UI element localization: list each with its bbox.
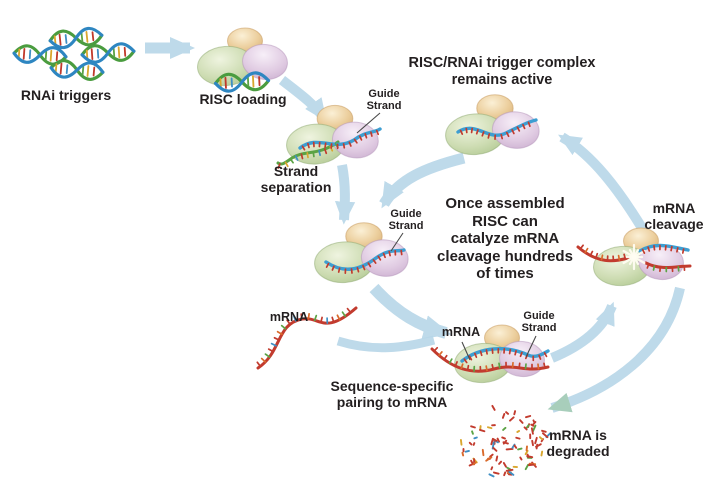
label-guide-strand-3-line2: Strand (521, 321, 557, 334)
mrna-exiting (644, 261, 692, 269)
guide-strand (324, 248, 406, 271)
active-trigger-complex (443, 94, 542, 158)
cleavage-burst (622, 243, 646, 271)
base-pair-ticks (433, 346, 546, 373)
label-active-complex-line1: RISC/RNAi trigger complex (408, 55, 596, 71)
label-active-complex: RISC/RNAi trigger complex remains active (409, 55, 596, 89)
label-strand-separation: Strand separation (260, 163, 332, 195)
strand-separation-complex (276, 104, 382, 169)
risc-guide-complex (312, 222, 411, 286)
dsrna-helix (79, 41, 137, 65)
label-degraded-line2: degraded (546, 442, 610, 459)
label-guide-strand-3-line1: Guide (523, 310, 555, 322)
arrow-cleavage-to-active (558, 132, 650, 236)
label-mrna-cleavage-line1: mRNA (652, 200, 696, 216)
label-pairing-line2: pairing to mRNA (336, 393, 448, 410)
label-guide-strand-2-line1: Guide (390, 208, 422, 220)
label-mrna-cleavage: mRNA cleavage (644, 200, 704, 232)
mrna-entering (576, 245, 630, 263)
arrow-cleavage-to-degraded (547, 286, 685, 413)
label-mrna-paired: mRNA (441, 325, 481, 339)
label-guide-strand-2: Guide Strand (388, 208, 424, 232)
label-degraded: mRNA is degraded (546, 427, 610, 459)
flow-arrows (145, 36, 685, 413)
label-center-note-line3: catalyze mRNA (450, 230, 560, 247)
base-pair-ticks (641, 244, 685, 254)
base-pair-ticks (256, 307, 352, 368)
label-strand-separation-line1: Strand (273, 163, 319, 179)
base-pair-ticks (325, 249, 403, 275)
label-center-note-line5: of times (476, 265, 534, 282)
mrna-pointer (461, 341, 471, 361)
risc-loading-complex (195, 27, 290, 94)
base-pair-ticks (646, 263, 686, 273)
label-pairing: Sequence-specific pairing to mRNA (330, 378, 454, 410)
label-rnai-triggers: RNAi triggers (20, 87, 112, 103)
pairing-complex (430, 324, 550, 385)
base-pair-ticks (579, 244, 627, 262)
arrow-risc-to-pairing (369, 283, 452, 339)
guide-strand-pointer (525, 335, 537, 358)
mrna-fragments (459, 404, 552, 478)
arrow-separation-to-risc (334, 164, 356, 225)
label-pairing-line1: Sequence-specific (330, 378, 454, 394)
label-center-note-line1: Once assembled (445, 195, 565, 212)
base-pair-ticks (301, 129, 380, 151)
label-guide-strand-2-line2: Strand (388, 219, 424, 232)
label-center-note-line4: cleavage hundreds (437, 247, 573, 265)
label-active-complex-line2: remains active (451, 72, 553, 88)
label-mrna-free: mRNA (269, 310, 309, 324)
label-guide-strand-1-line1: Guide (368, 88, 400, 100)
label-guide-strand-1-line2: Strand (366, 99, 402, 112)
label-center-note-line2: RISC can (472, 212, 538, 230)
label-degraded-line1: mRNA is (549, 427, 607, 443)
arrow-pairing-to-cleavage (550, 301, 617, 363)
label-risc-loading: RISC loading (199, 91, 287, 107)
label-pointers (356, 112, 537, 361)
base-pair-ticks (459, 121, 531, 141)
label-center-note: Once assembled RISC can catalyze mRNA cl… (437, 195, 573, 283)
label-guide-strand-3: Guide Strand (521, 310, 557, 334)
passenger-strand (276, 140, 340, 166)
arrow-active-complex-to-risc (379, 152, 466, 209)
arrow-loading-to-separation (278, 76, 329, 122)
guide-strand-pointer (390, 232, 404, 252)
guide-strand-pointer (356, 112, 381, 134)
label-mrna-cleavage-line2: cleavage (644, 215, 704, 232)
cleavage-complex (576, 227, 692, 288)
rnai-trigger-helices (11, 25, 137, 83)
arrow-mrna-join (336, 335, 436, 353)
label-strand-separation-line2: separation (260, 178, 332, 195)
label-guide-strand-1: Guide Strand (366, 88, 402, 112)
